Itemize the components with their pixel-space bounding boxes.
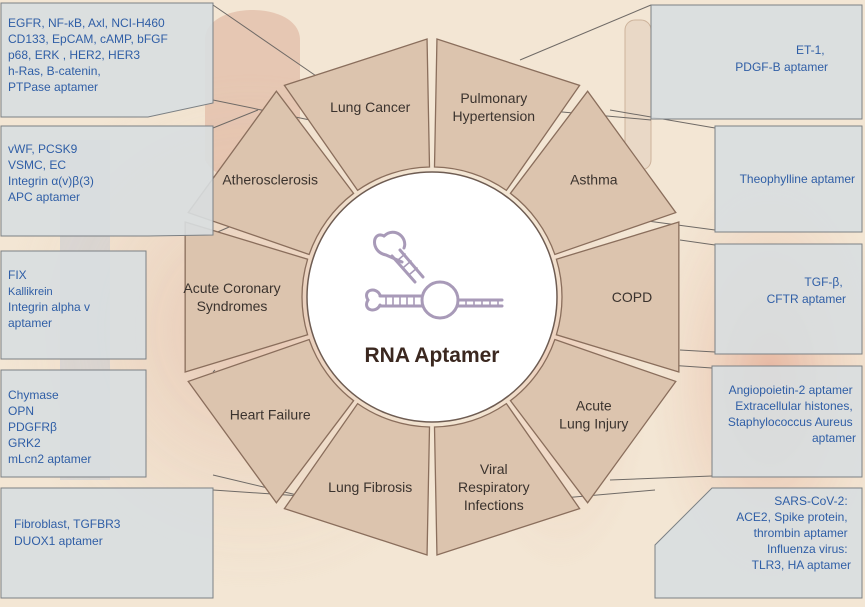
rna-aptamer-hairpin-icon xyxy=(365,230,504,320)
box-heart-failure-text: Chymase OPN PDGFRβ GRK2 mLcn2 aptamer xyxy=(8,388,91,466)
connector-copd-a xyxy=(679,239,716,246)
center-title: RNA Aptamer xyxy=(365,344,500,367)
box-acute-lung-injury-text: Angiopoietin-2 aptamer Extracellular his… xyxy=(728,383,856,445)
box-viral-infections: SARS-CoV-2: ACE2, Spike protein, thrombi… xyxy=(654,487,863,599)
segment-label-lung-cancer: Lung Cancer xyxy=(330,99,411,115)
segment-acute-lung-injury xyxy=(509,338,677,504)
box-pulmonary-hypertension-text: ET-1, PDGF-B aptamer xyxy=(735,43,828,74)
left-boxes: EGFR, NF-κB, Axl, NCI-H460 CD133, EpCAM,… xyxy=(0,2,214,599)
box-copd: TGF-β, CFTR aptamer xyxy=(714,243,863,355)
segment-asthma xyxy=(509,90,677,256)
box-atherosclerosis-text: vWF, PCSK9 VSMC, EC Integrin α(v)β(3) AP… xyxy=(8,142,97,204)
connector-lung-cancer-a xyxy=(212,4,323,81)
box-lung-cancer-text: EGFR, NF-κB, Axl, NCI-H460 CD133, EpCAM,… xyxy=(8,16,171,94)
center-circle xyxy=(306,171,558,423)
box-acute-coronary-text: FIX Kallikrein Integrin alpha v aptamer xyxy=(8,268,93,330)
segment-label-copd: COPD xyxy=(612,289,652,305)
segment-heart-failure xyxy=(187,338,355,504)
segment-lung-fibrosis xyxy=(283,402,431,556)
box-pulmonary-hypertension: ET-1, PDGF-B aptamer xyxy=(650,4,863,120)
box-lung-fibrosis: Fibroblast, TGFBR3 DUOX1 aptamer xyxy=(0,487,214,599)
connector-heart-failure-a xyxy=(212,369,216,373)
box-copd-text: TGF-β, CFTR aptamer xyxy=(767,275,846,306)
segment-viral-respiratory-infections xyxy=(433,402,581,556)
right-boxes: ET-1, PDGF-B aptamer Theophylline aptame… xyxy=(650,4,863,599)
connector-lung-injury-b xyxy=(609,475,713,481)
box-asthma-text: Theophylline aptamer xyxy=(740,172,855,186)
segment-label-asthma: Asthma xyxy=(570,171,618,187)
box-viral-infections-text: SARS-CoV-2: ACE2, Spike protein, thrombi… xyxy=(736,494,851,572)
box-acute-lung-injury: Angiopoietin-2 aptamer Extracellular his… xyxy=(711,365,863,478)
connector-pulmonary-hypertension-a xyxy=(519,4,652,61)
box-lung-cancer: EGFR, NF-κB, Axl, NCI-H460 CD133, EpCAM,… xyxy=(0,2,214,118)
segment-lung-cancer xyxy=(283,38,431,192)
box-asthma: Theophylline aptamer xyxy=(714,125,863,233)
segment-copd xyxy=(555,221,680,373)
box-heart-failure: Chymase OPN PDGFRβ GRK2 mLcn2 aptamer xyxy=(0,369,147,478)
box-lung-fibrosis-text: Fibroblast, TGFBR3 DUOX1 aptamer xyxy=(14,517,124,548)
segment-label-heart-failure: Heart Failure xyxy=(230,407,311,423)
box-acute-coronary: FIX Kallikrein Integrin alpha v aptamer xyxy=(0,250,147,360)
box-atherosclerosis: vWF, PCSK9 VSMC, EC Integrin α(v)β(3) AP… xyxy=(0,125,214,237)
segment-label-lung-fibrosis: Lung Fibrosis xyxy=(328,479,412,495)
segment-label-atherosclerosis: Atherosclerosis xyxy=(222,171,318,187)
center-hub: RNA Aptamer xyxy=(306,171,558,423)
segment-atherosclerosis xyxy=(187,90,355,256)
segment-pulmonary-hypertension xyxy=(433,38,581,192)
segment-acute-coronary-syndromes xyxy=(184,221,309,373)
connector-atherosclerosis-a xyxy=(212,109,259,129)
connector-copd-b xyxy=(679,349,716,353)
